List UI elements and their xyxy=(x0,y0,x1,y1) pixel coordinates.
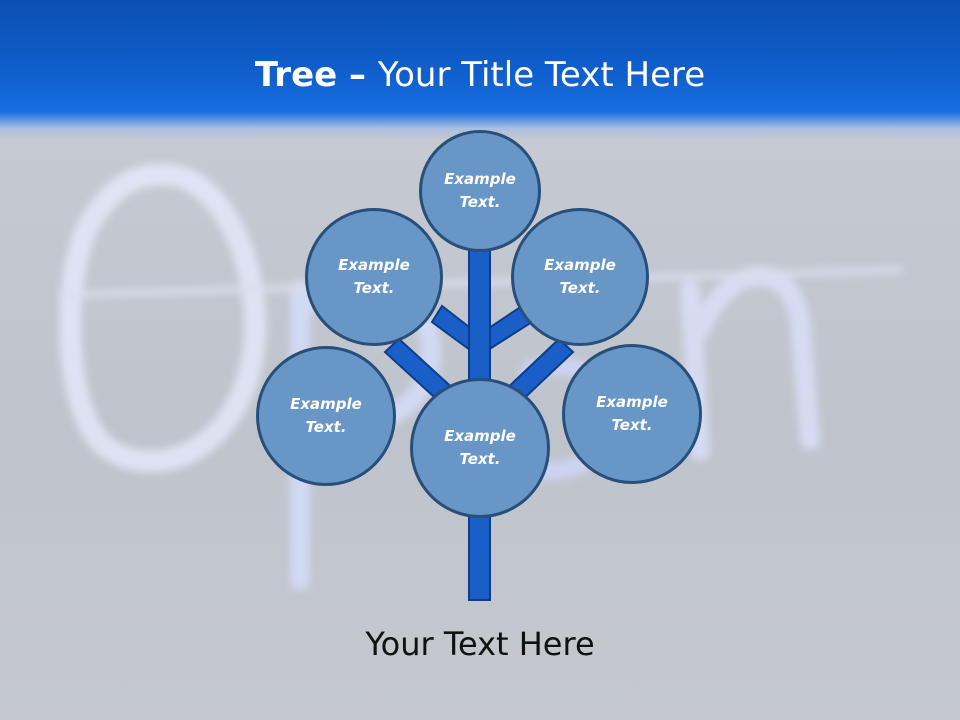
node-label: Example Text. xyxy=(444,170,516,211)
tree-node-center: Example Text. xyxy=(410,378,550,518)
tree-node-upper-right: Example Text. xyxy=(511,208,649,346)
node-label: Example Text. xyxy=(444,427,516,468)
title-text: Your Title Text Here xyxy=(377,55,706,95)
footer-text: Your Text Here xyxy=(365,625,595,663)
node-label: Example Text. xyxy=(290,395,362,436)
title-bold-part: Tree xyxy=(254,55,338,95)
tree-node-lower-right: Example Text. xyxy=(562,344,702,484)
node-label: Example Text. xyxy=(596,393,668,434)
node-label: Example Text. xyxy=(544,256,616,297)
title-separator: – xyxy=(337,55,378,95)
title-bar xyxy=(0,0,960,140)
slide-title: Tree – Your Title Text Here xyxy=(0,52,960,98)
tree-node-lower-left: Example Text. xyxy=(256,346,396,486)
tree-node-top: Example Text. xyxy=(419,130,541,252)
tree-node-upper-left: Example Text. xyxy=(305,208,443,346)
node-label: Example Text. xyxy=(338,256,410,297)
